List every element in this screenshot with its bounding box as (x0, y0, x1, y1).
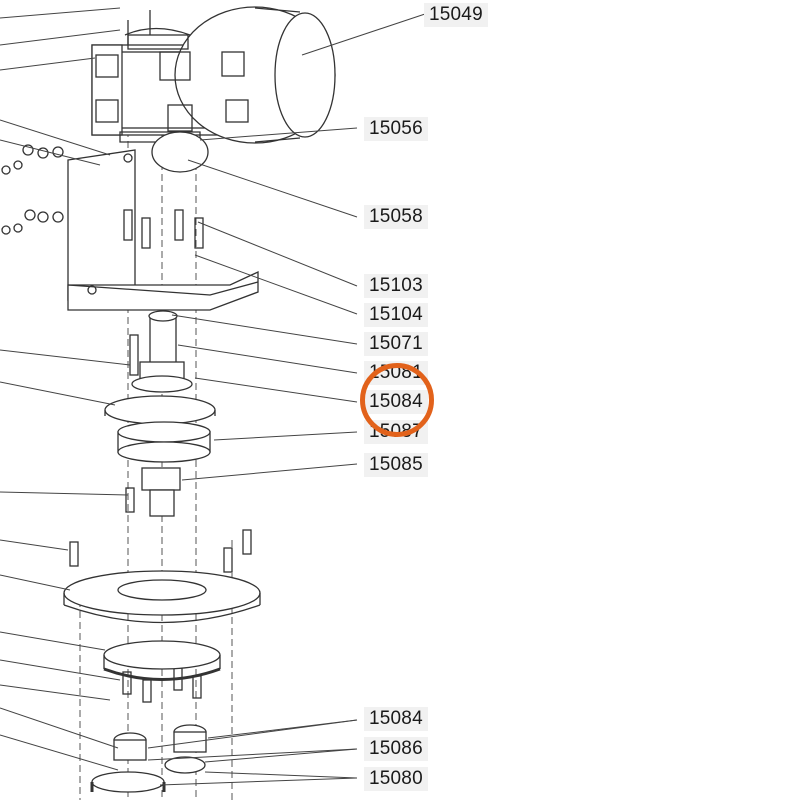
part-label-15058[interactable]: 15058 (364, 205, 428, 229)
mounting-bracket (67, 149, 259, 311)
part-label-15085[interactable]: 15085 (364, 453, 428, 477)
part-label-15086[interactable]: 15086 (364, 737, 428, 761)
part-label-15081[interactable]: 15081 (364, 361, 428, 385)
shaft-assembly (104, 310, 216, 517)
part-label-15103[interactable]: 15103 (364, 274, 428, 298)
part-label-15084-highlighted[interactable]: 15084 (364, 390, 428, 414)
lower-gears (90, 640, 221, 793)
motor-shaft-coupling (151, 131, 209, 173)
part-label-15056[interactable]: 15056 (364, 117, 428, 141)
part-label-15049[interactable]: 15049 (424, 3, 488, 27)
part-label-15080[interactable]: 15080 (364, 767, 428, 791)
washers-nuts (1, 144, 64, 235)
part-label-15071[interactable]: 15071 (364, 332, 428, 356)
part-label-15104[interactable]: 15104 (364, 303, 428, 327)
base-plate (63, 570, 261, 624)
part-label-15084[interactable]: 15084 (364, 707, 428, 731)
gear-motor (91, 6, 336, 144)
leader-lines (0, 7, 426, 786)
part-label-15087[interactable]: 15087 (364, 420, 428, 444)
